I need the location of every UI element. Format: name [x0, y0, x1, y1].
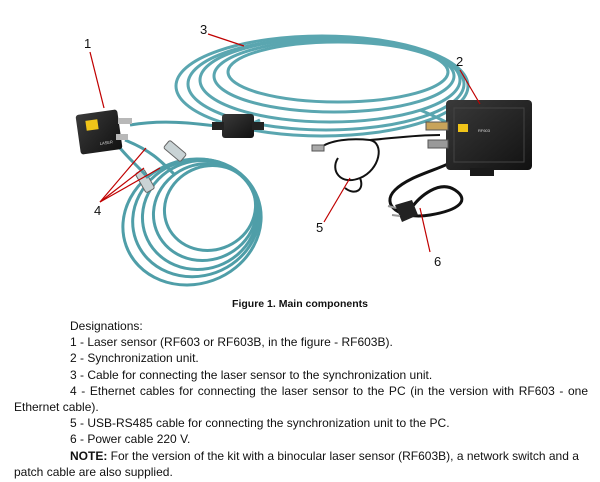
note-text: For the version of the kit with a binocu…: [14, 448, 579, 479]
note: NOTE: For the version of the kit with a …: [14, 448, 588, 480]
laser-sensor: LASER: [75, 109, 132, 155]
designations-heading: Designations:: [70, 319, 143, 333]
usb-rs485-cable: [319, 134, 441, 193]
designations-list: Designations: 1 - Laser sensor (RF603 or…: [14, 318, 588, 480]
ethernet-cable-coil: [121, 157, 263, 287]
synchronization-unit: RF603: [425, 100, 532, 176]
sync-cable-coil: [174, 34, 470, 138]
callout-1: 1: [84, 36, 92, 51]
callout-leaders: [89, 33, 481, 253]
ethernet-plug: [163, 140, 187, 162]
callout-6: 6: [434, 254, 442, 269]
callout-5: 5: [316, 220, 324, 235]
svg-text:LASER: LASER: [99, 139, 113, 146]
cable-junction-box: [212, 114, 264, 138]
callout-3: 3: [200, 22, 208, 37]
note-label: NOTE:: [70, 448, 108, 463]
power-plug: [395, 200, 418, 222]
callout-2: 2: [456, 54, 464, 69]
usb-plug: [311, 144, 325, 152]
components-photo: LASER RF603: [75, 33, 532, 287]
designation-item: 1 - Laser sensor (RF603 or RF603B, in th…: [70, 335, 393, 350]
figure-caption: Figure 1. Main components: [232, 298, 368, 310]
designation-item: 6 - Power cable 220 V.: [70, 432, 191, 447]
svg-text:RF603: RF603: [478, 128, 491, 133]
designation-item: 3 - Cable for connecting the laser senso…: [70, 367, 433, 382]
power-cable: [388, 156, 464, 218]
designation-item: 5 - USB-RS485 cable for connecting the s…: [70, 416, 450, 431]
sensor-cables: [124, 138, 177, 177]
callout-4: 4: [94, 203, 102, 218]
designation-item: 4 - Ethernet cables for connecting the l…: [14, 383, 588, 415]
designation-item: 2 - Synchronization unit.: [70, 351, 199, 366]
